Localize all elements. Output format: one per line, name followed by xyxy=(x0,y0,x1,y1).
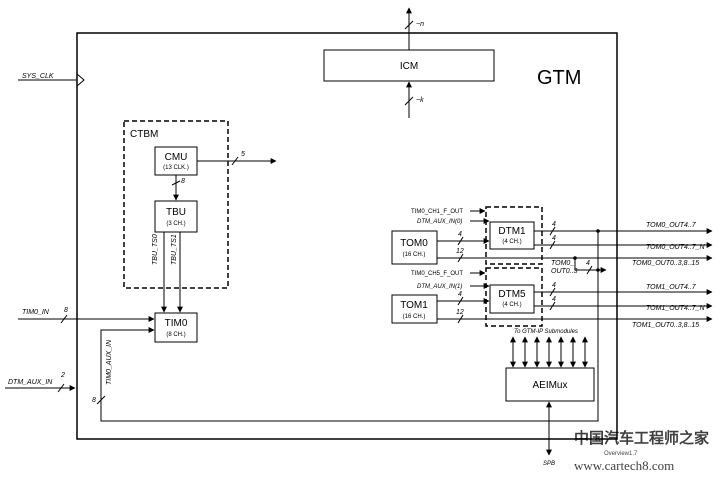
tim0-aux-width: 8 xyxy=(92,397,96,404)
tom1-out-a-label: TOM1_OUT4..7 xyxy=(646,284,697,291)
watermark-cn: 中国汽车工程师之家 xyxy=(574,429,709,447)
dtm-aux-in0-label: DTM_AUX_IN(0) xyxy=(417,219,462,225)
ctbm-box xyxy=(123,120,229,289)
cmu-out-slash xyxy=(231,156,239,166)
tom0-out-b-slash xyxy=(549,240,556,250)
tom1-out-a-width: 4 xyxy=(552,282,556,289)
icm-k-label: ~k xyxy=(416,97,424,104)
tim0-in-width: 8 xyxy=(64,307,68,314)
tom0-name: TOM0 xyxy=(400,238,428,249)
dtm-aux-in-label: DTM_AUX_IN xyxy=(8,379,53,386)
gtm-title: GTM xyxy=(537,67,581,89)
cmu-out-width: 5 xyxy=(241,151,245,158)
tom0-dtm1-width: 4 xyxy=(458,231,462,238)
tim0-block xyxy=(154,312,198,343)
to-gtm-ip-label: To GTM-IP Submodules xyxy=(514,329,578,335)
tom0-dtm1-slash xyxy=(457,236,464,246)
tom1-out-b-slash xyxy=(549,301,556,311)
tom0-block xyxy=(391,230,438,265)
tbu-ts1-label: TBU_TS1 xyxy=(171,234,178,265)
bus-arrow-group xyxy=(510,336,588,368)
dtm1-sub: (4 CH.) xyxy=(502,239,521,245)
tom0-out-b-label: TOM0_OUT4..7_N xyxy=(646,244,706,251)
icm-n-slash xyxy=(404,20,414,30)
watermark-url: www.cartech8.com xyxy=(574,458,674,473)
tim0-aux-in-line xyxy=(100,230,599,422)
tim0-ch1-f-out-label: TIM0_CH1_F_OUT xyxy=(411,209,463,215)
watermark-small: Overview1.7 xyxy=(604,451,638,457)
icm-k-slash xyxy=(404,96,414,106)
tom0-out03-line xyxy=(574,258,598,271)
dtm5-sub: (4 CH.) xyxy=(502,302,521,308)
sys-clk-label: SYS_CLK xyxy=(22,73,54,80)
dtm-aux-in-width: 2 xyxy=(60,372,65,379)
tom1-out12-width: 12 xyxy=(456,309,464,316)
aeimux-label: AEIMux xyxy=(532,380,567,391)
tom1-block xyxy=(391,294,438,324)
tbu-name: TBU xyxy=(166,207,186,218)
tom1-out-a-slash xyxy=(549,287,556,297)
tom0-out-a-width: 4 xyxy=(552,221,556,228)
tom1-sub: (16 CH.) xyxy=(403,314,426,320)
tom1-dtm5-width: 4 xyxy=(458,291,462,298)
cmu-block xyxy=(154,146,198,176)
tom0-out-b-width: 4 xyxy=(552,235,556,242)
sys-clk-clock-icon xyxy=(76,73,85,87)
cmu-name: CMU xyxy=(165,152,188,163)
tom0-out12-width: 12 xyxy=(456,248,464,255)
spb-label: SPB xyxy=(543,461,555,467)
tim0-in-slash xyxy=(60,314,68,324)
tom0-out12-slash xyxy=(457,253,464,263)
ctbm-label: CTBM xyxy=(130,129,158,140)
tbu-ts0-label: TBU_TS0 xyxy=(152,234,159,265)
dtm5-block xyxy=(489,284,535,314)
tom0-out-a-label: TOM0_OUT4..7 xyxy=(646,222,697,229)
tom1-dtm5-slash xyxy=(457,296,464,306)
aeimux-block xyxy=(505,367,595,402)
tim0-aux-slash xyxy=(96,395,106,405)
cmu-tbu-slash xyxy=(171,180,181,186)
dtm1-box xyxy=(485,206,543,265)
tim0-in-label: TIM0_IN xyxy=(22,309,50,316)
tom1-name: TOM1 xyxy=(400,300,428,311)
watermark: 中国汽车工程师之家 Overview1.7 www.cartech8.com xyxy=(574,429,709,473)
cmu-tbu-width: 8 xyxy=(181,178,185,185)
dtm1-block xyxy=(489,221,535,250)
tom0-sub: (16 CH.) xyxy=(403,252,426,258)
cmu-sub: (13 CLK.) xyxy=(163,165,189,171)
tom1-out12-slash xyxy=(457,314,464,324)
dtm5-name: DTM5 xyxy=(498,289,526,300)
dtm1-name: DTM1 xyxy=(498,226,526,237)
tbu-sub: (3 CH.) xyxy=(166,221,185,227)
icm-n-label: ~n xyxy=(416,21,424,28)
tom0-out03-slash xyxy=(586,265,593,275)
tom1-out-b-label: TOM1_OUT4..7_N xyxy=(646,305,706,312)
dtm-aux-in-slash xyxy=(57,383,65,393)
tom0-out-c-label: TOM0_OUT0..3,8..15 xyxy=(632,260,699,267)
tim0-sub: (8 CH.) xyxy=(166,332,185,338)
tim0-name: TIM0 xyxy=(165,318,188,329)
icm-label: ICM xyxy=(400,61,418,72)
dtm5-box xyxy=(485,267,543,327)
tom0-out03-label-b: OUT0..3 xyxy=(551,268,578,275)
tom0-out03-label: TOM0_ xyxy=(551,260,574,267)
junction-dot xyxy=(596,229,600,233)
dtm-aux-in1-label: DTM_AUX_IN(1) xyxy=(417,284,462,290)
tom1-out-b-width: 4 xyxy=(552,296,556,303)
tom0-out-a-slash xyxy=(549,226,556,236)
tbu-block xyxy=(154,200,198,233)
tom0-out03-width: 4 xyxy=(586,260,590,267)
tim0-ch5-f-out-label: TIM0_CH5_F_OUT xyxy=(411,271,463,277)
gtm-frame xyxy=(76,32,618,440)
tim0-aux-in-label: TIM0_AUX_IN xyxy=(106,339,113,385)
tom1-out-c-label: TOM1_OUT0..3,8..15 xyxy=(632,322,699,329)
